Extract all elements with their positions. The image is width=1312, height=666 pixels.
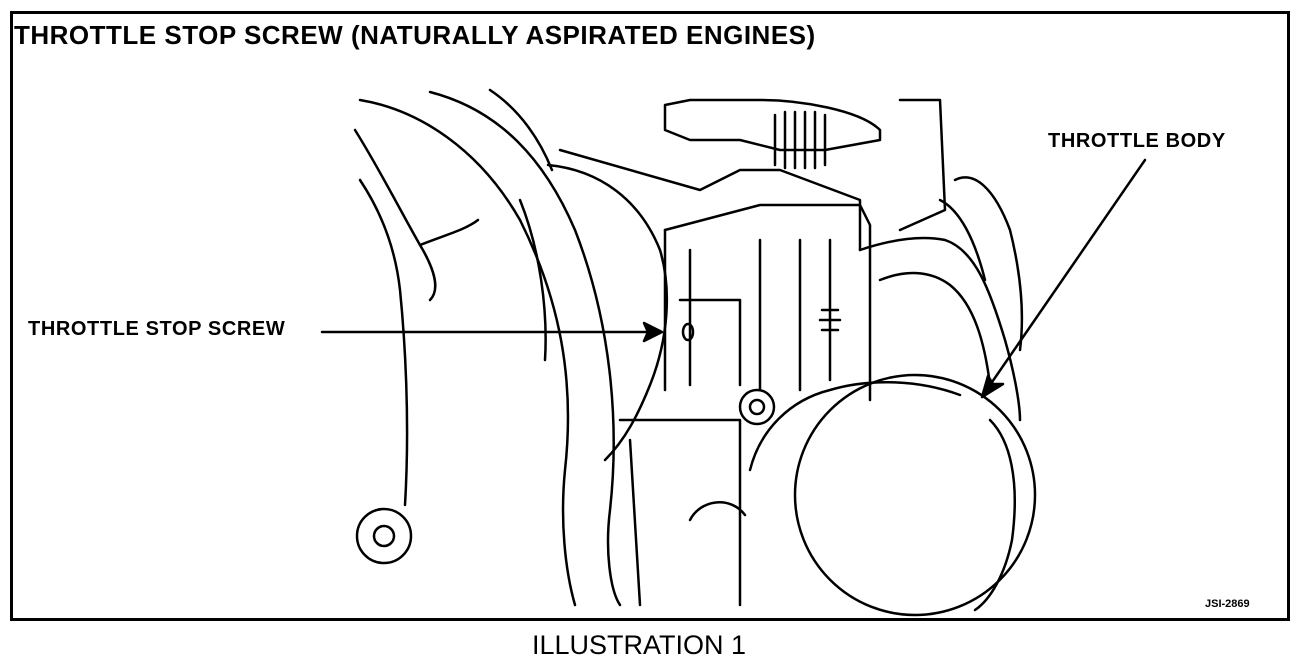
plenum-housing bbox=[546, 98, 947, 462]
callout-arrows bbox=[320, 158, 1147, 399]
throttle-body-drawing bbox=[748, 176, 1037, 617]
intake-manifold-runners bbox=[353, 88, 622, 607]
illustration-frame bbox=[10, 11, 1290, 621]
figure-title: THROTTLE STOP SCREW (NATURALLY ASPIRATED… bbox=[14, 20, 816, 50]
base-flange bbox=[618, 388, 776, 607]
mounting-bolt bbox=[355, 507, 413, 565]
throttle-body-label: THROTTLE BODY bbox=[1048, 130, 1226, 152]
throttle-body-arrowhead bbox=[980, 374, 1005, 399]
throttle-body-leader-line bbox=[988, 158, 1147, 387]
throttle-stop-screw-label: THROTTLE STOP SCREW bbox=[28, 318, 286, 340]
figure-id: JSI-2869 bbox=[1205, 598, 1250, 610]
illustration-caption: ILLUSTRATION 1 bbox=[532, 630, 747, 660]
stop-screw-detail bbox=[681, 308, 842, 342]
stop-screw-arrowhead bbox=[642, 321, 664, 343]
